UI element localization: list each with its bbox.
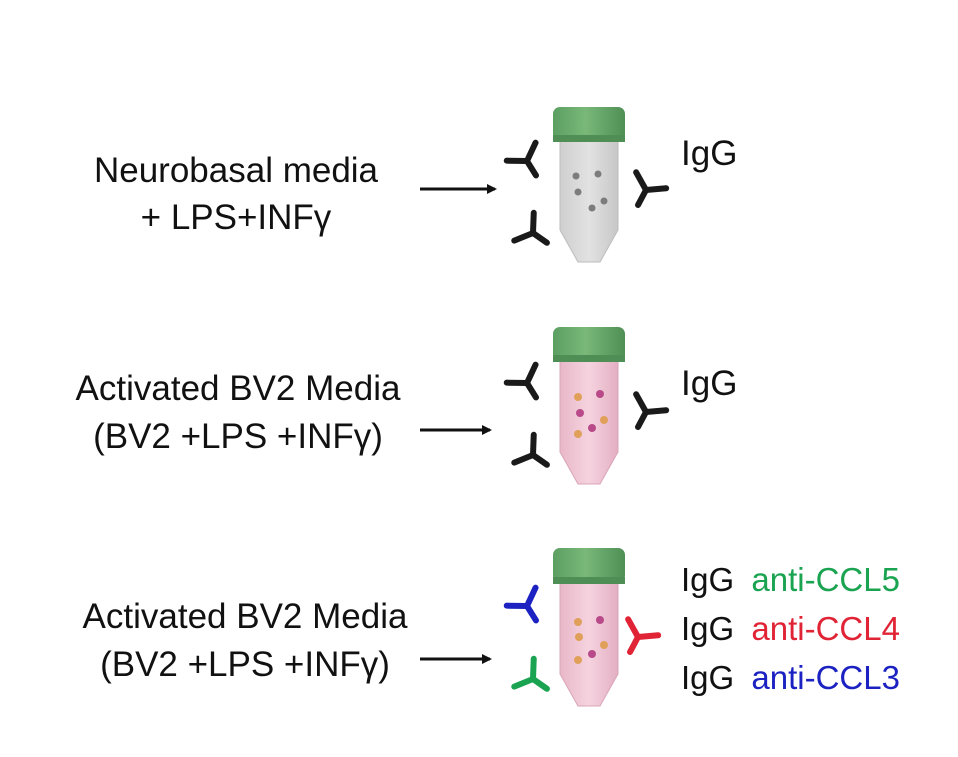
row-1-particle <box>594 170 602 178</box>
row-3-label-2-target: anti-CCL4 <box>751 610 900 647</box>
row-3-particle <box>600 641 608 649</box>
row-3-particle <box>588 650 596 658</box>
row-2-tube-cap <box>553 327 625 361</box>
row-2-antibody-label: IgG <box>681 364 737 403</box>
row-1-particle <box>572 172 580 180</box>
row-3-label-1-target: anti-CCL5 <box>751 561 900 598</box>
row-2-antibody-icon <box>514 435 556 479</box>
row-3: Activated BV2 Media (BV2 +LPS +INFγ) IgG… <box>83 548 900 707</box>
row-3-source-line-2: (BV2 +LPS +INFγ) <box>100 645 390 684</box>
row-2-particle <box>600 416 608 424</box>
row-2-source-line-2: (BV2 +LPS +INFγ) <box>93 417 383 456</box>
row-3-antibody-anti-ccl5-icon <box>514 659 556 703</box>
row-3-antibody-anti-ccl4-icon <box>615 619 658 660</box>
row-3-antibody-label-1: IgG anti-CCL5 <box>681 561 900 598</box>
row-2: Activated BV2 Media (BV2 +LPS +INFγ) IgG <box>76 327 737 485</box>
row-2-source-line-1: Activated BV2 Media <box>76 369 401 408</box>
row-3-particle <box>596 616 604 624</box>
row-3-particle <box>574 618 582 626</box>
row-3-label-3-target: anti-CCL3 <box>751 659 900 696</box>
row-2-tube <box>553 327 625 485</box>
row-1-antibody-label: IgG <box>681 134 737 173</box>
row-2-particle <box>576 409 584 417</box>
row-3-source-line-1: Activated BV2 Media <box>83 597 408 636</box>
row-3-antibody-label-3: IgG anti-CCL3 <box>681 659 900 696</box>
row-1: Neurobasal media + LPS+INFγ IgG <box>94 107 737 263</box>
row-1-antibody-icon <box>507 143 551 185</box>
row-2-particle <box>574 430 582 438</box>
row-1-antibody-icon <box>514 213 556 257</box>
row-1-antibody-icon <box>623 172 666 213</box>
row-3-particle <box>574 656 582 664</box>
row-2-particle <box>588 424 596 432</box>
row-3-antibody-label-2: IgG anti-CCL4 <box>681 610 900 647</box>
row-3-label-1-prefix: IgG <box>681 561 734 598</box>
row-1-source-line-1: Neurobasal media <box>94 151 379 190</box>
row-2-antibody-icon <box>623 394 666 435</box>
row-1-particle <box>588 204 596 212</box>
row-3-tube-cap <box>553 548 625 582</box>
row-3-particle <box>575 633 583 641</box>
row-1-tube <box>553 107 625 263</box>
row-3-antibody-anti-ccl3-icon <box>507 588 551 630</box>
row-2-particle <box>574 393 582 401</box>
row-1-tube-cap <box>553 107 625 141</box>
row-3-label-3-prefix: IgG <box>681 659 734 696</box>
row-3-label-2-prefix: IgG <box>681 610 734 647</box>
row-1-particle <box>574 188 582 196</box>
row-2-particle <box>596 390 604 398</box>
row-1-source-line-2: + LPS+INFγ <box>141 198 332 237</box>
row-1-particle <box>600 197 608 205</box>
row-2-antibody-icon <box>507 365 551 407</box>
row-3-tube <box>553 548 625 707</box>
